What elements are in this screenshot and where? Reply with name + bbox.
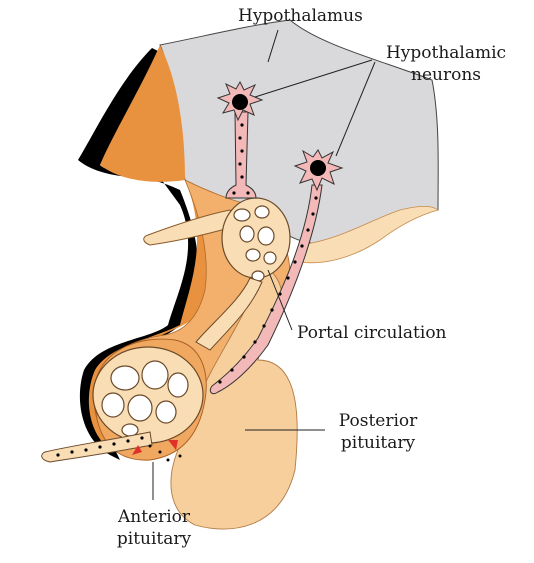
plexus-lumen	[239, 225, 255, 243]
neuron-nucleus	[310, 160, 326, 176]
label-posterior-pituitary: Posterior pituitary	[328, 410, 428, 454]
leader-hypothalamus	[267, 29, 279, 63]
leader-neuron-2	[335, 61, 376, 157]
neurosecretory-granules	[218, 196, 318, 384]
hypothalamic-neuron-2	[209, 149, 344, 395]
red-arrow-icon	[132, 445, 142, 455]
plexus-lumen	[155, 400, 177, 424]
plexus-lumen	[263, 251, 277, 265]
leader-lines	[152, 29, 376, 500]
red-arrow-icon	[168, 440, 178, 450]
label-anterior-pituitary: Anterior pituitary	[104, 506, 204, 550]
neuron-axon	[225, 111, 257, 199]
neurosecretory-granules	[232, 123, 250, 195]
plexus-lumen	[121, 423, 139, 437]
label-hypothalamic-neurons: Hypothalamic neurons	[376, 42, 516, 86]
leader-portal	[267, 269, 293, 331]
secondary-capillary-plexus	[92, 346, 204, 444]
label-hypothalamus: Hypothalamus	[238, 6, 363, 26]
vessel-dots	[56, 436, 144, 457]
outflow-vessel	[41, 431, 153, 463]
neuron-nucleus	[232, 94, 248, 110]
label-anterior-pituitary-line2: pituitary	[116, 529, 192, 549]
label-anterior-pituitary-line1: Anterior	[117, 507, 191, 527]
plexus-lumen	[254, 205, 270, 219]
primary-capillary-plexus	[221, 197, 291, 282]
label-hypothalamic-neurons-line2: neurons	[411, 65, 481, 85]
label-hypothalamic-neurons-line1: Hypothalamic	[385, 43, 507, 63]
label-posterior-pituitary-line2: pituitary	[340, 433, 416, 453]
portal-vein	[195, 277, 263, 351]
secretion-dots	[148, 444, 182, 462]
label-posterior-pituitary-line1: Posterior	[338, 411, 418, 431]
hypothalamic-neuron-1	[216, 80, 264, 199]
plexus-lumen	[233, 208, 251, 222]
neuron-axon	[209, 184, 323, 395]
plexus-lumen	[257, 226, 275, 246]
leader-neuron-1	[254, 59, 373, 98]
portal-vessel-top	[143, 209, 241, 246]
median-eminence	[299, 205, 439, 264]
plexus-lumen	[101, 392, 125, 418]
hormone-release-arrows	[132, 440, 178, 455]
plexus-lumen	[127, 394, 153, 422]
label-portal-circulation: Portal circulation	[297, 323, 447, 343]
plexus-lumen	[110, 365, 140, 391]
plexus-lumen	[167, 372, 189, 398]
plexus-lumen	[141, 360, 169, 390]
plexus-lumen	[245, 248, 261, 262]
